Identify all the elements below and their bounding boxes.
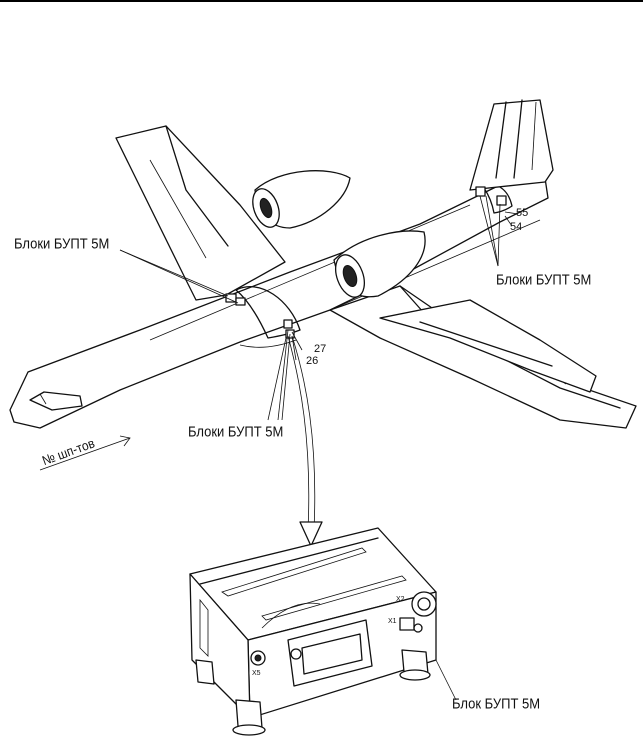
left-wing	[115, 125, 286, 301]
tail-fin	[469, 99, 554, 191]
leader-lines	[39, 195, 519, 471]
engine-lower	[333, 230, 426, 298]
connector-x5-label: X5	[252, 670, 261, 677]
bupt-unit	[189, 527, 457, 736]
frame-26-label: 26	[306, 355, 319, 367]
connector-x1-label: X1	[388, 618, 397, 625]
wing-blocks-label: Блоки БУПТ 5М	[14, 234, 110, 253]
top-rule	[0, 0, 643, 2]
connector-x2-label: X2	[396, 596, 405, 603]
frame-54-label: 54	[510, 221, 523, 233]
stabilizer	[379, 299, 597, 393]
frame-55-label: 55	[516, 207, 529, 219]
engine-upper	[252, 170, 351, 229]
fuselage-blocks-label: Блоки БУПТ 5М	[188, 422, 284, 441]
tail-blocks-label: Блоки БУПТ 5М	[496, 270, 592, 289]
frame-27-label: 27	[314, 343, 327, 355]
unit-block-label: Блок БУПТ 5М	[452, 694, 541, 713]
connection-arrow	[287, 335, 323, 547]
